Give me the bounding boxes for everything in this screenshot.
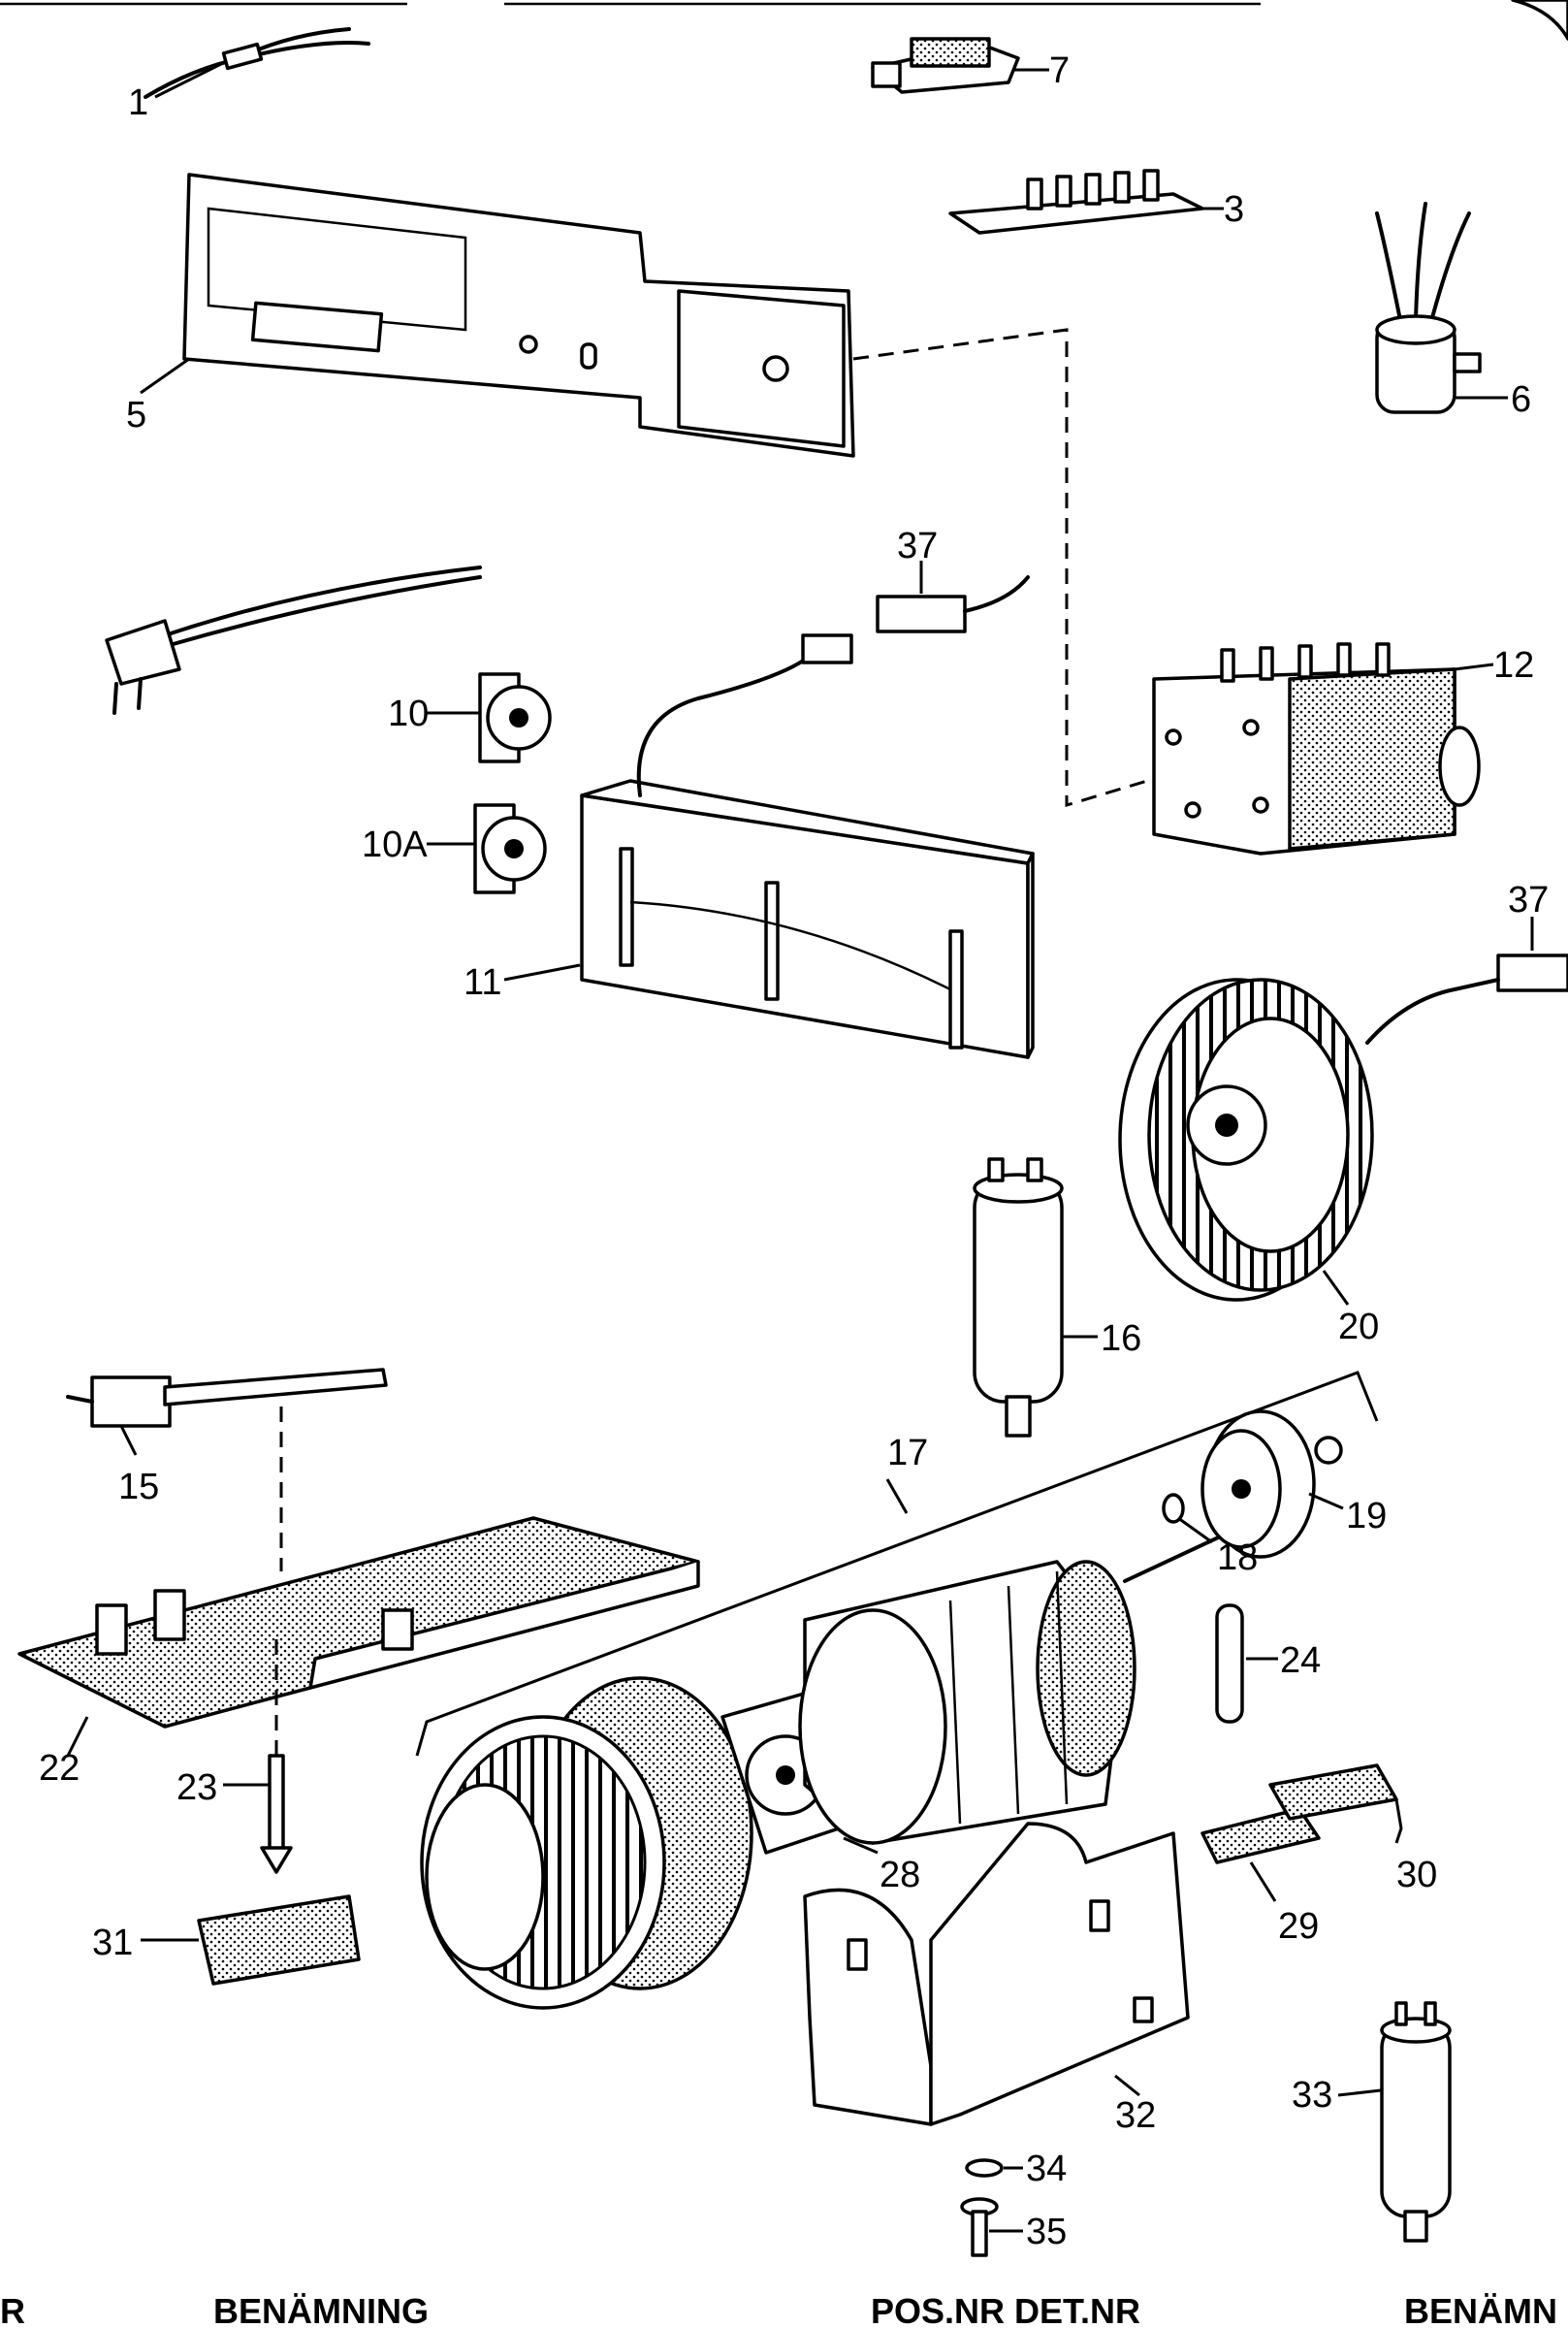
label-p20: 20 bbox=[1338, 1307, 1379, 1347]
part-18-washer bbox=[1162, 1493, 1213, 1544]
part-10a-knob bbox=[427, 803, 547, 894]
label-p10: 10 bbox=[388, 694, 429, 734]
part-1-cable bbox=[144, 27, 370, 99]
part-10-knob bbox=[427, 672, 552, 763]
label-p17: 17 bbox=[887, 1433, 928, 1473]
part-22-base-plate bbox=[17, 1516, 700, 1757]
label-p33: 33 bbox=[1292, 2075, 1332, 2116]
label-p35: 35 bbox=[1026, 2212, 1067, 2252]
part-11-heater-box bbox=[503, 633, 1035, 1059]
label-p18: 18 bbox=[1217, 1537, 1258, 1578]
label-p37b: 37 bbox=[1508, 880, 1549, 921]
label-p1: 1 bbox=[128, 82, 148, 123]
label-p31: 31 bbox=[92, 1923, 133, 1963]
label-p34: 34 bbox=[1026, 2149, 1067, 2189]
label-p19: 19 bbox=[1346, 1496, 1387, 1536]
top-border bbox=[0, 0, 1568, 41]
part-35-screw bbox=[960, 2197, 1023, 2257]
part-33-capacitor bbox=[1337, 2001, 1452, 2243]
part-37-connector-right bbox=[1496, 917, 1568, 992]
label-p10a: 10A bbox=[362, 824, 428, 865]
part-34-foot bbox=[965, 2158, 1023, 2178]
footer-col2: BENÄMNING bbox=[213, 2291, 429, 2328]
part-30-brush bbox=[1268, 1763, 1403, 1844]
footer-col3: POS.NR DET.NR bbox=[871, 2291, 1140, 2328]
part-17-fan-drum bbox=[420, 1676, 753, 2010]
label-p28: 28 bbox=[880, 1855, 920, 1895]
footer-col4: BENÄMN bbox=[1404, 2291, 1557, 2328]
label-p7: 7 bbox=[1049, 50, 1070, 91]
part-31-foam-pad bbox=[141, 1894, 361, 1986]
part-7-switch-block bbox=[871, 37, 1049, 94]
part-32-motor-cradle bbox=[803, 1822, 1190, 2126]
part-24-spring bbox=[1215, 1603, 1278, 1724]
part-17-bracket bbox=[415, 1371, 1379, 1757]
part-15-microswitch bbox=[66, 1368, 388, 1571]
part-12-timer bbox=[1152, 642, 1494, 856]
label-p15: 15 bbox=[118, 1467, 159, 1507]
label-p23: 23 bbox=[176, 1767, 217, 1808]
label-p32: 32 bbox=[1115, 2095, 1156, 2136]
part-labels: 1 7 3 6 5 37 12 10 10A 37 11 20 16 17 15… bbox=[39, 50, 1549, 2252]
label-p30: 30 bbox=[1396, 1855, 1437, 1895]
footer-headers: R BENÄMNING POS.NR DET.NR BENÄMN bbox=[0, 2291, 1557, 2328]
part-6-capacitor bbox=[1375, 202, 1508, 414]
label-p16: 16 bbox=[1101, 1318, 1141, 1359]
label-p5: 5 bbox=[126, 395, 146, 436]
part-23-pin bbox=[223, 1639, 293, 1874]
label-p29: 29 bbox=[1278, 1906, 1319, 1947]
part-19-pulley bbox=[1200, 1409, 1344, 1559]
part-20-blower-wheel bbox=[1118, 978, 1500, 1306]
label-p12: 12 bbox=[1493, 645, 1534, 686]
label-p11: 11 bbox=[464, 962, 501, 1003]
part-5-control-panel bbox=[140, 173, 1165, 808]
label-p22: 22 bbox=[39, 1748, 80, 1789]
part-37-connector-top bbox=[876, 561, 1030, 633]
label-p37a: 37 bbox=[897, 526, 938, 566]
part-3-terminal-strip bbox=[948, 169, 1224, 235]
label-p3: 3 bbox=[1224, 189, 1244, 230]
footer-col1: R bbox=[0, 2291, 25, 2328]
part-17-motor bbox=[798, 1511, 1272, 1845]
mains-cable-plug bbox=[105, 566, 482, 715]
part-16-capacitor bbox=[973, 1157, 1098, 1438]
label-p24: 24 bbox=[1280, 1640, 1321, 1681]
label-p6: 6 bbox=[1511, 379, 1531, 420]
part-29-brush bbox=[1200, 1807, 1321, 1902]
